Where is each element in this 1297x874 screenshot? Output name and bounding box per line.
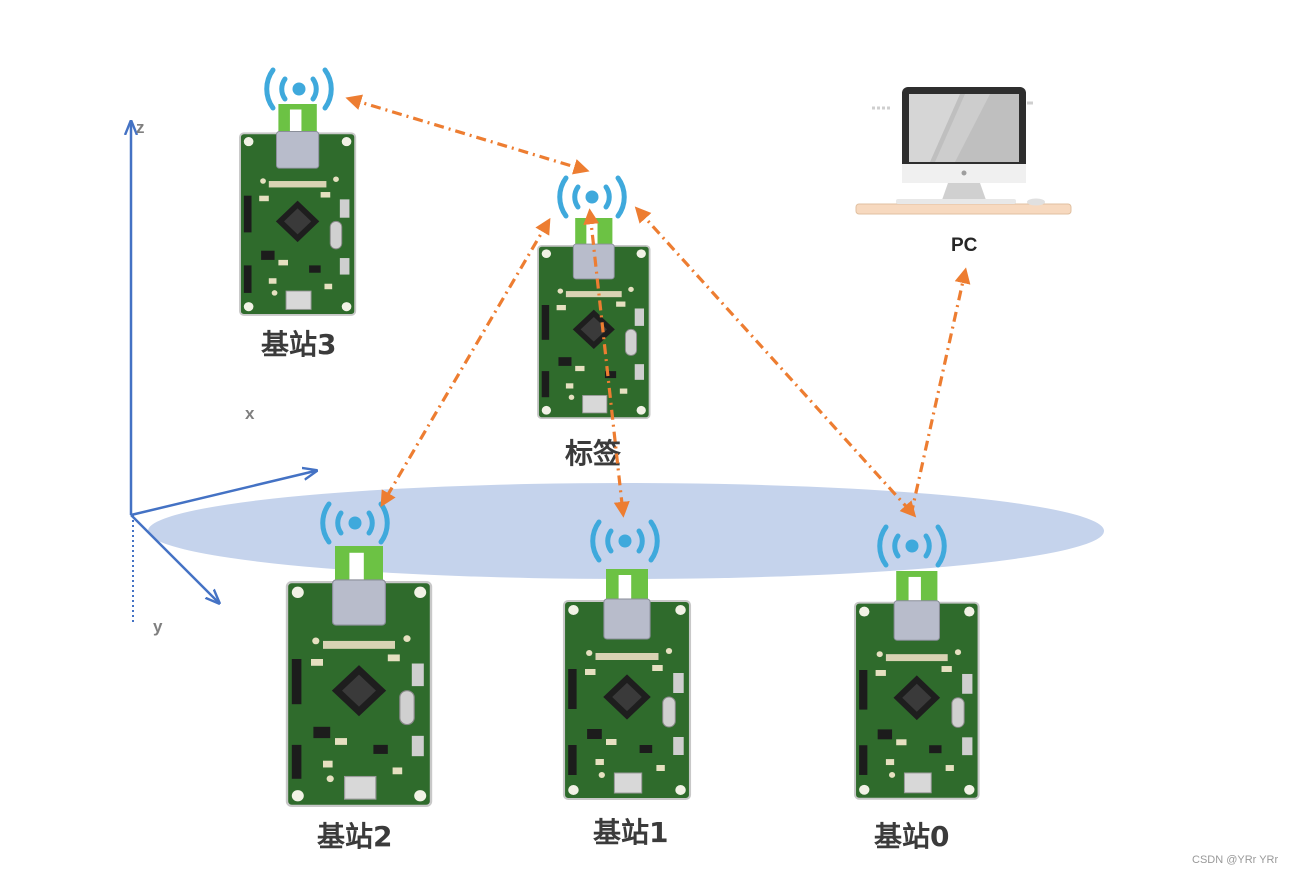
anchor-0-label: 基站0: [874, 820, 949, 853]
uwb-board-icon: [537, 217, 651, 420]
anchor-3-label: 基站3: [261, 328, 336, 361]
uwb-board-icon: [239, 103, 357, 316]
uwb-board-icon: [285, 544, 433, 808]
wifi-signal-icon: [267, 70, 332, 108]
coordinate-axes: z x y: [131, 118, 315, 636]
anchor-2-label: 基站2: [317, 820, 392, 853]
anchor-1-label: 基站1: [593, 816, 668, 849]
link-anchor3-tag: [345, 94, 590, 175]
ground-plane: [148, 483, 1104, 579]
link-tag-anchor0: [634, 206, 917, 518]
desktop-monitor-icon: [855, 87, 1072, 215]
link-tag-anchor1: [583, 208, 630, 518]
y-axis-line: [130, 514, 218, 602]
watermark: CSDN @YRr YRr: [1192, 854, 1278, 866]
x-axis-label: x: [245, 404, 255, 423]
z-axis-label: z: [136, 118, 145, 137]
anchor-3: 基站3: [239, 70, 357, 361]
link-tag-anchor2: [380, 217, 551, 508]
uwb-board-icon: [562, 567, 692, 801]
pc: PC: [855, 87, 1072, 256]
y-axis-label: y: [153, 617, 163, 636]
anchor-0: 基站0: [853, 527, 980, 853]
ranging-links: [345, 94, 971, 518]
wifi-signal-icon: [560, 178, 625, 216]
uwb-board-icon: [853, 569, 980, 800]
anchor-1: 基站1: [562, 522, 692, 849]
tag: 标签: [537, 178, 651, 470]
link-anchor0-pc: [909, 267, 971, 516]
tag-label: 标签: [565, 437, 621, 470]
anchor-2: 基站2: [285, 504, 433, 853]
pc-label: PC: [951, 235, 978, 256]
x-axis-line: [130, 471, 315, 517]
